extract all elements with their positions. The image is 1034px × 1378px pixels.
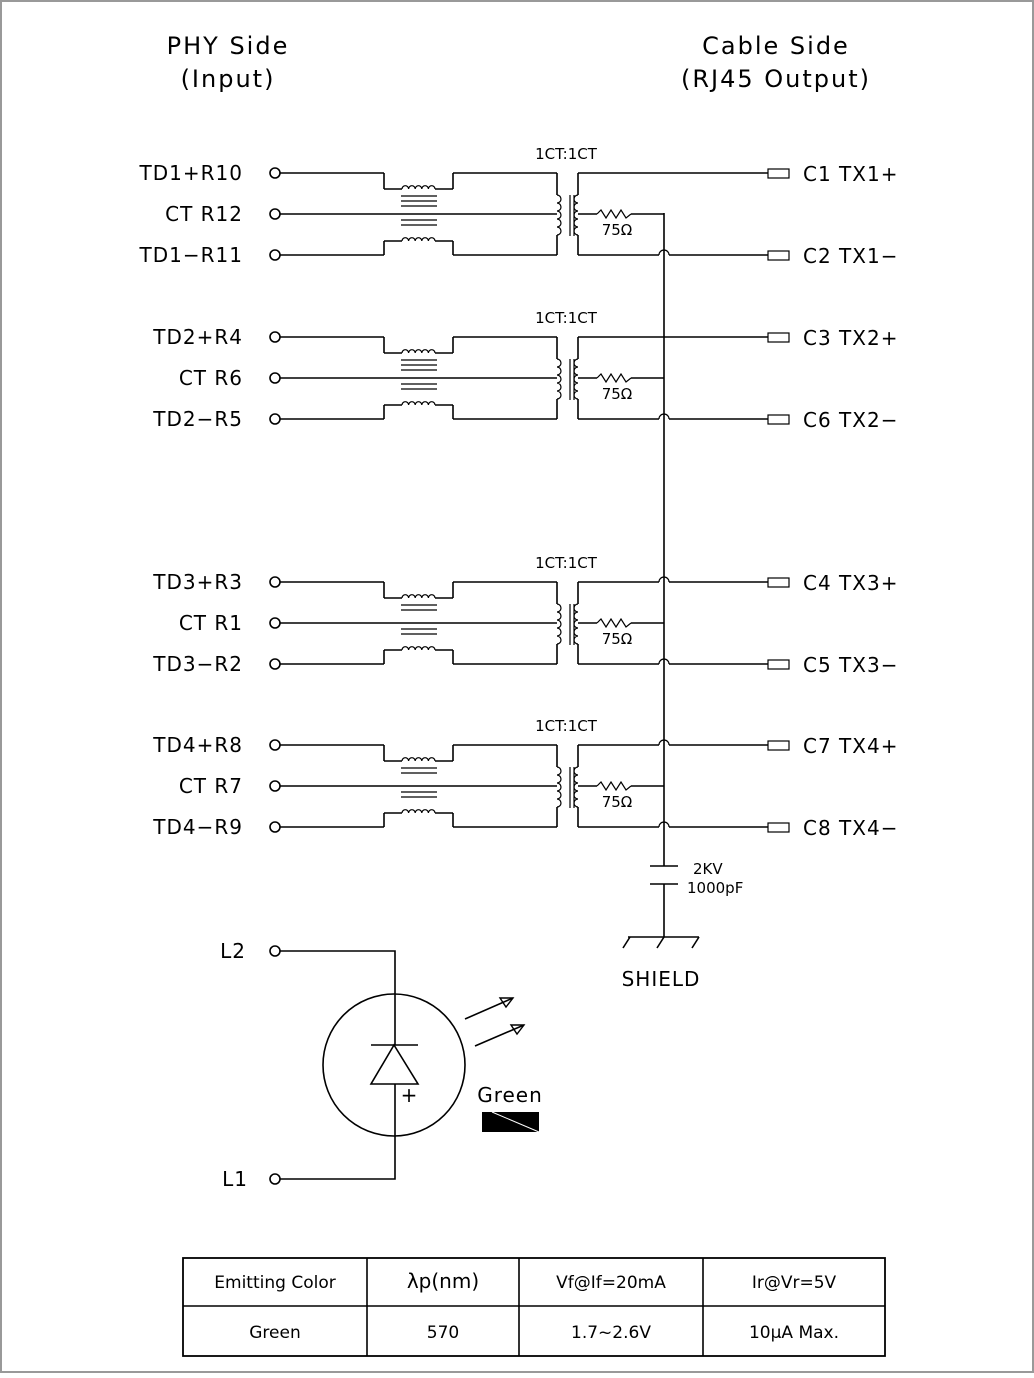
transformer-ratio-label: 1CT:1CT xyxy=(535,309,598,327)
light-emission-arrows-icon xyxy=(464,997,526,1047)
capacitor-voltage: 2KV xyxy=(693,860,723,878)
led-pin-l1-label: L1 xyxy=(222,1167,248,1191)
phy-side-subheading: (Input) xyxy=(181,65,276,93)
led-plus-label: + xyxy=(401,1083,418,1107)
phy-side-heading: PHY Side xyxy=(167,32,290,60)
input-terminal xyxy=(269,249,281,261)
led-spec-table xyxy=(182,1257,886,1357)
input-label-ct: CT R6 xyxy=(179,366,243,390)
output-label-top: C3 TX2+ xyxy=(803,326,898,350)
transformer-ratio-label: 1CT:1CT xyxy=(535,717,598,735)
resistor-value-label: 75Ω xyxy=(602,385,633,403)
transformer-ratio-label: 1CT:1CT xyxy=(535,145,598,163)
table-cell-color: Green xyxy=(249,1323,300,1343)
input-terminal xyxy=(269,576,281,588)
input-label-top: TD1+R10 xyxy=(139,161,243,185)
input-label-top: TD3+R3 xyxy=(152,570,243,594)
output-connector-icon xyxy=(767,332,790,343)
led-pin-l2-label: L2 xyxy=(220,939,246,963)
input-terminal xyxy=(269,780,281,792)
capacitor-value: 1000pF xyxy=(687,879,743,897)
capacitor xyxy=(650,865,678,937)
cable-side-heading: Cable Side xyxy=(702,32,850,60)
resistor-value-label: 75Ω xyxy=(602,221,633,239)
input-label-ct: CT R1 xyxy=(179,611,243,635)
input-label-top: TD2+R4 xyxy=(152,325,243,349)
input-label-ct: CT R12 xyxy=(165,202,243,226)
output-label-bot: C2 TX1− xyxy=(803,244,898,268)
input-terminal xyxy=(269,617,281,629)
cable-side-subheading: (RJ45 Output) xyxy=(681,65,871,93)
output-connector-icon xyxy=(767,168,790,179)
channel-group-3: TD3+R3 CT R1 TD3−R2 1CT:1CT 75Ω C4 TX3+ C5 TX3… xyxy=(152,554,898,677)
resistor-icon xyxy=(596,372,632,384)
led-pin-l1-terminal xyxy=(269,1173,281,1185)
channel-group-2: TD2+R4 CT R6 TD2−R5 1CT:1CT 75Ω C3 TX2+ C6 TX2… xyxy=(152,309,898,432)
input-label-bot: TD3−R2 xyxy=(152,652,243,676)
table-header-forward-voltage: Vf@If=20mA xyxy=(556,1273,666,1293)
input-label-bot: TD2−R5 xyxy=(152,407,243,431)
output-connector-icon xyxy=(767,740,790,751)
led-color-swatch xyxy=(482,1112,539,1132)
table-cell-reverse-current: 10μA Max. xyxy=(749,1323,839,1343)
input-terminal xyxy=(269,821,281,833)
output-label-top: C4 TX3+ xyxy=(803,571,898,595)
resistor-icon xyxy=(596,617,632,629)
input-terminal xyxy=(269,413,281,425)
resistor-value-label: 75Ω xyxy=(602,793,633,811)
led-body-circle xyxy=(322,993,466,1137)
channel-group-4: TD4+R8 CT R7 TD4−R9 1CT:1CT 75Ω C7 TX4+ C8 TX4… xyxy=(152,717,898,840)
input-terminal xyxy=(269,167,281,179)
resistor-value-label: 75Ω xyxy=(602,630,633,648)
output-label-top: C1 TX1+ xyxy=(803,162,898,186)
output-connector-icon xyxy=(767,822,790,833)
output-connector-icon xyxy=(767,414,790,425)
table-header-emitting-color: Emitting Color xyxy=(214,1273,335,1293)
led-color-swatch-stripe xyxy=(491,1111,540,1133)
output-label-top: C7 TX4+ xyxy=(803,734,898,758)
output-connector-icon xyxy=(767,250,790,261)
shield-label: SHIELD xyxy=(622,967,701,991)
resistor-icon xyxy=(596,780,632,792)
table-cell-forward-voltage: 1.7~2.6V xyxy=(571,1323,651,1343)
led-pin-l2-terminal xyxy=(269,945,281,957)
output-connector-icon xyxy=(767,659,790,670)
table-cell-wavelength: 570 xyxy=(427,1323,459,1343)
output-connector-icon xyxy=(767,577,790,588)
output-label-bot: C8 TX4− xyxy=(803,816,898,840)
input-label-top: TD4+R8 xyxy=(152,733,243,757)
led-diode-icon xyxy=(369,1043,420,1085)
input-terminal xyxy=(269,658,281,670)
input-label-ct: CT R7 xyxy=(179,774,243,798)
output-label-bot: C5 TX3− xyxy=(803,653,898,677)
input-label-bot: TD4−R9 xyxy=(152,815,243,839)
resistor-icon xyxy=(596,208,632,220)
input-terminal xyxy=(269,208,281,220)
input-terminal xyxy=(269,372,281,384)
table-header-reverse-current: Ir@Vr=5V xyxy=(752,1273,837,1293)
led-color-label: Green xyxy=(477,1083,543,1107)
output-label-bot: C6 TX2− xyxy=(803,408,898,432)
chassis-ground-icon xyxy=(622,936,700,949)
input-terminal xyxy=(269,331,281,343)
table-header-peak-wavelength: λp(nm) xyxy=(407,1269,479,1293)
input-terminal xyxy=(269,739,281,751)
transformer-ratio-label: 1CT:1CT xyxy=(535,554,598,572)
input-label-bot: TD1−R11 xyxy=(139,243,243,267)
